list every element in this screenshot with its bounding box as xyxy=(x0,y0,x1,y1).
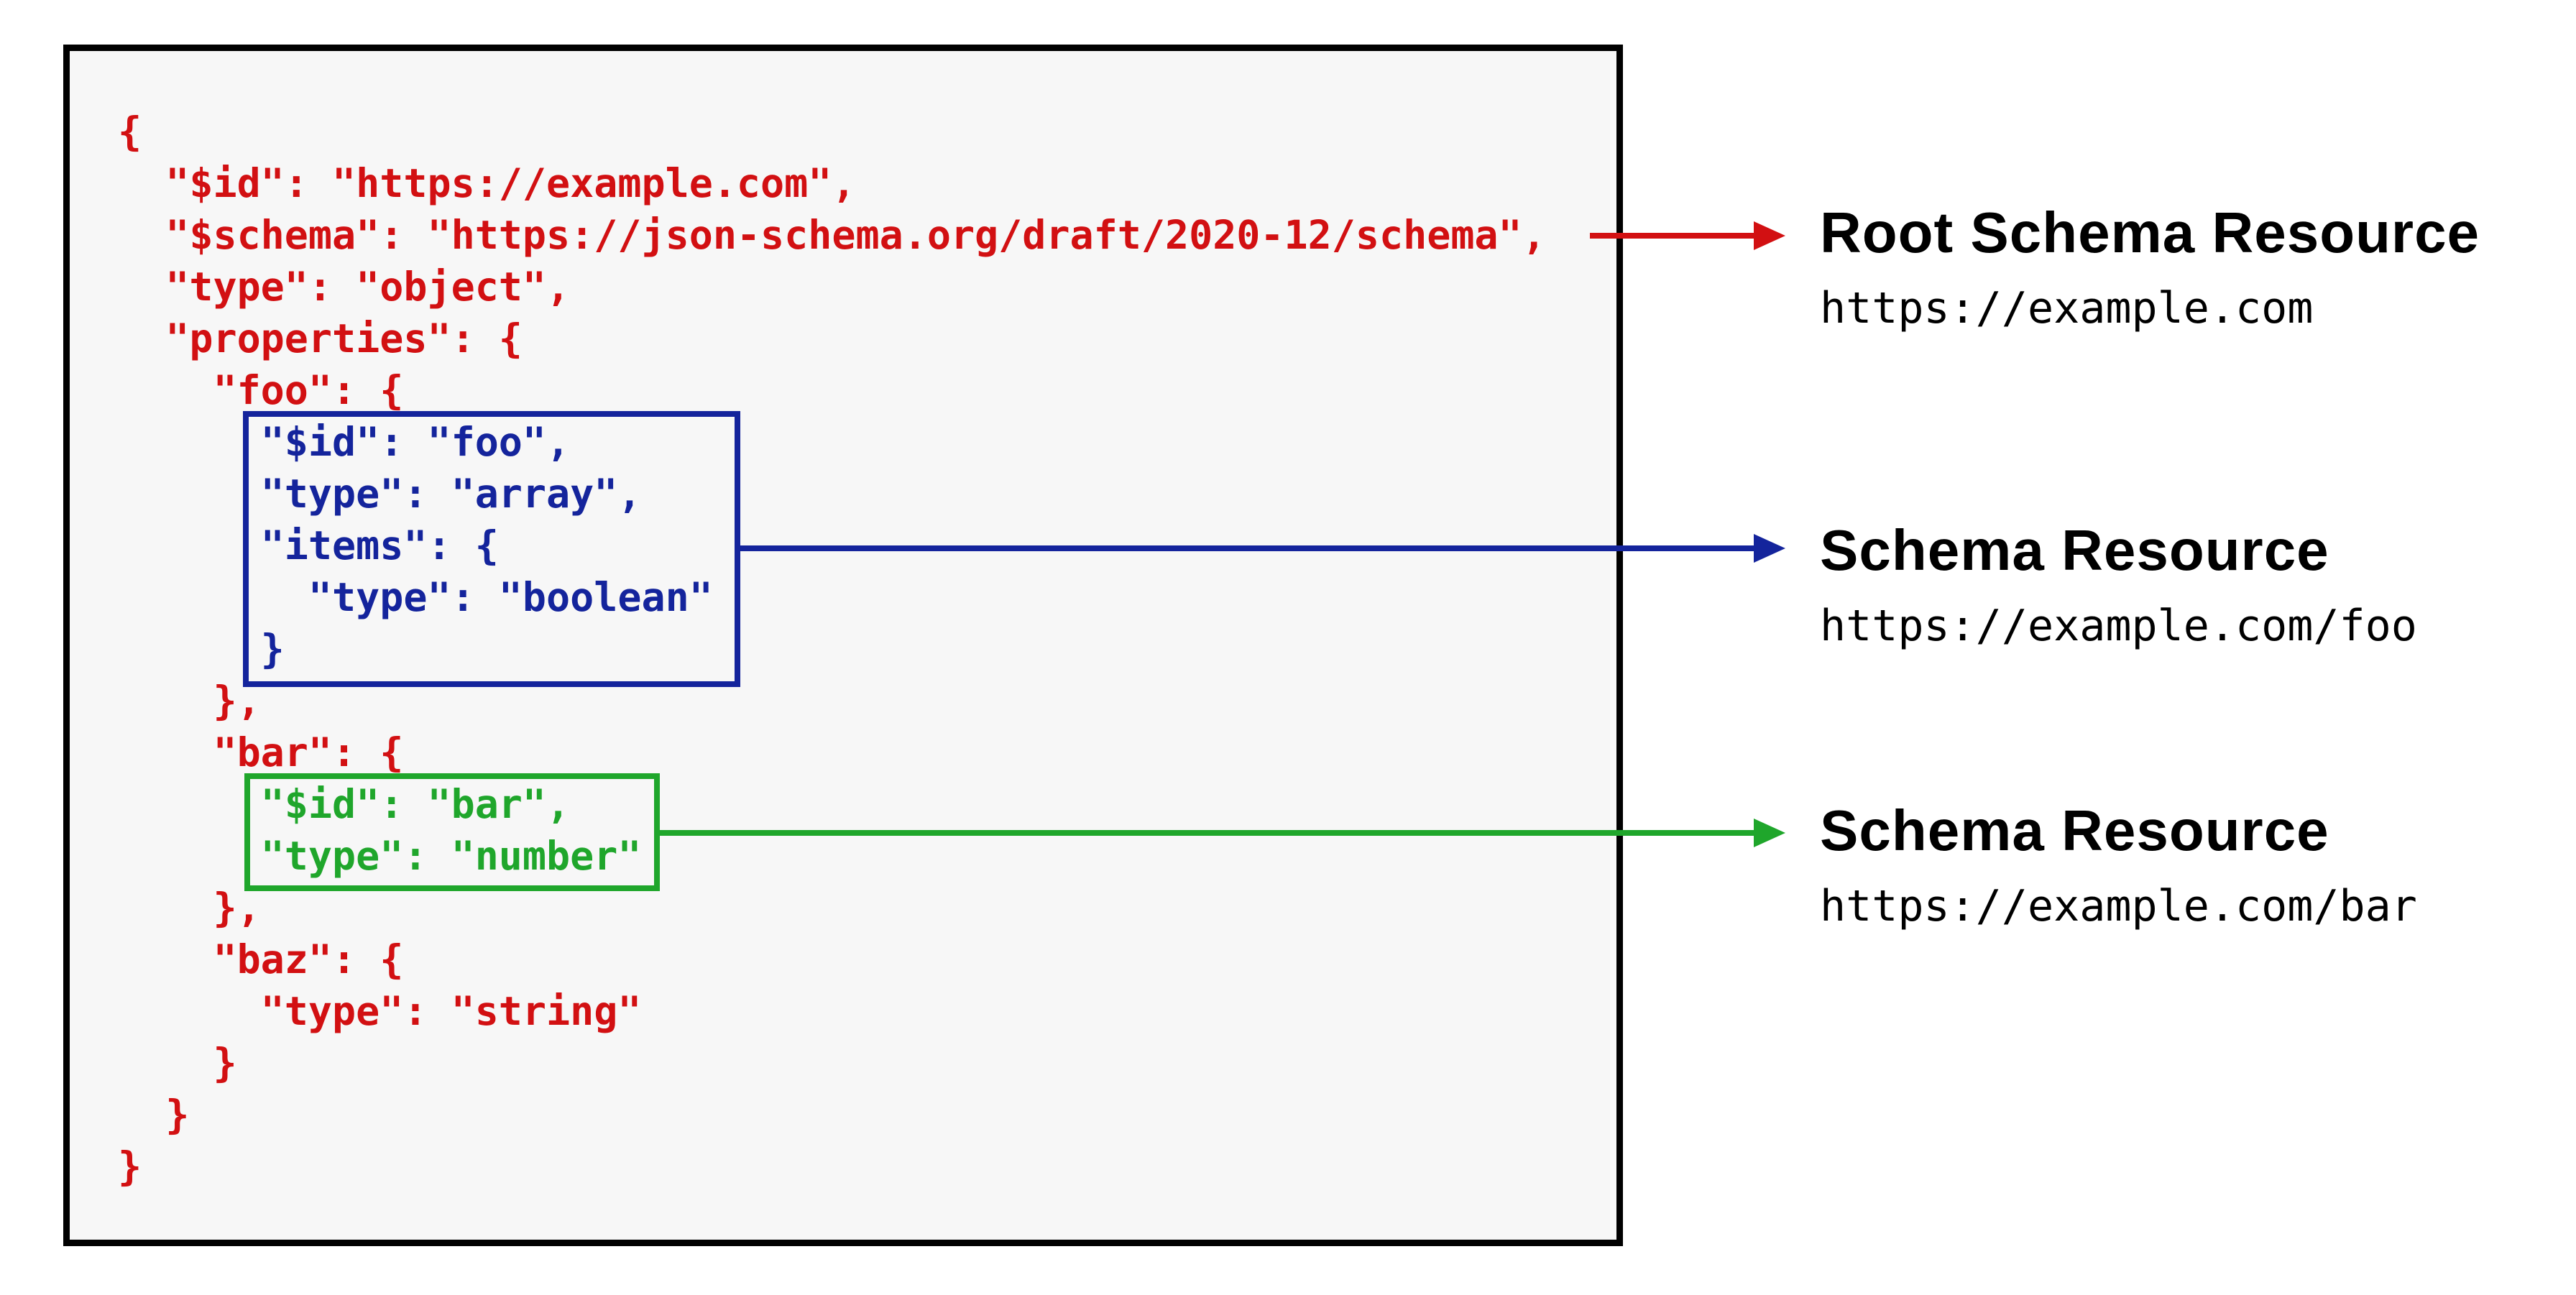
code-line: "type": "string" xyxy=(118,988,642,1034)
bar-schema-uri: https://example.com/bar xyxy=(1820,881,2417,931)
code-line: "$id": "foo", xyxy=(118,419,571,465)
json-schema-code: { "$id": "https://example.com", "$schema… xyxy=(118,106,1546,1192)
code-line: "$schema": "https://json-schema.org/draf… xyxy=(118,212,1546,258)
foo-schema-arrow-line xyxy=(737,545,1754,551)
code-line: "type": "object", xyxy=(118,264,571,310)
foo-schema-annotation: Schema Resource https://example.com/foo xyxy=(1820,522,2417,648)
root-schema-arrowhead-icon xyxy=(1754,221,1785,250)
root-schema-arrow-line xyxy=(1590,233,1754,239)
foo-schema-arrowhead-icon xyxy=(1754,534,1785,563)
code-line: "properties": { xyxy=(118,315,523,361)
code-line: } xyxy=(118,1040,237,1086)
code-line: "type": "boolean" xyxy=(118,574,713,620)
code-line: } xyxy=(118,626,285,672)
bar-schema-arrowhead-icon xyxy=(1754,819,1785,847)
root-schema-annotation: Root Schema Resource https://example.com xyxy=(1820,201,2480,333)
bar-schema-annotation: Schema Resource https://example.com/bar xyxy=(1820,802,2417,928)
code-line: }, xyxy=(118,885,261,931)
bar-schema-arrow-line xyxy=(657,830,1754,836)
code-line: "type": "number" xyxy=(118,833,642,879)
foo-schema-title: Schema Resource xyxy=(1820,518,2329,582)
code-line: "bar": { xyxy=(118,729,404,775)
code-line: "type": "array", xyxy=(118,471,642,517)
root-schema-uri: https://example.com xyxy=(1820,283,2314,333)
schema-code-panel xyxy=(63,45,1623,1246)
code-line: "items": { xyxy=(118,522,499,568)
bar-schema-title: Schema Resource xyxy=(1820,798,2329,862)
code-line: "baz": { xyxy=(118,936,404,982)
code-line: "foo": { xyxy=(118,367,404,413)
foo-schema-boundary-box xyxy=(243,411,740,687)
code-line: "$id": "bar", xyxy=(118,781,571,827)
foo-schema-uri: https://example.com/foo xyxy=(1820,601,2417,651)
code-line: "$id": "https://example.com", xyxy=(118,160,856,206)
code-line: { xyxy=(118,109,142,155)
code-line: } xyxy=(118,1092,190,1138)
code-line: } xyxy=(118,1143,142,1189)
root-schema-title: Root Schema Resource xyxy=(1820,201,2480,264)
bar-schema-boundary-box xyxy=(244,773,660,891)
